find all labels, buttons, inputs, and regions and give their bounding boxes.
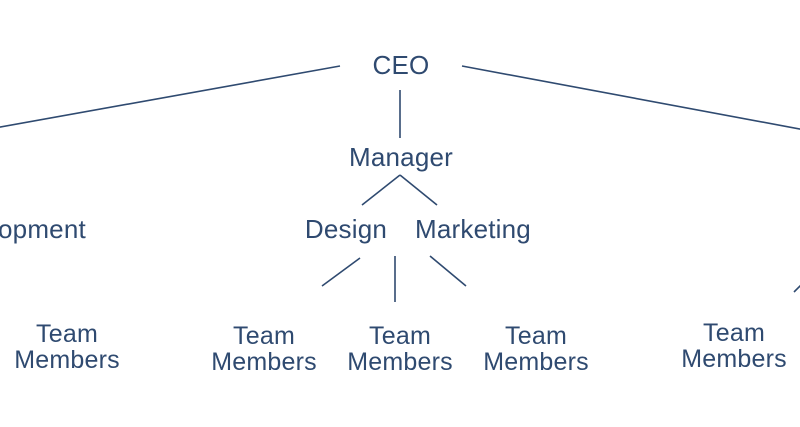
- right-branch-edge-connector: [793, 284, 800, 293]
- ceo-node: CEO: [372, 50, 430, 80]
- manager-to-design-connector: [361, 174, 401, 206]
- team-members-line1: Team: [233, 322, 295, 350]
- manager-to-marketing-connector: [399, 174, 438, 206]
- ceo-to-right-connector: [461, 65, 800, 130]
- team-members-line2: Members: [483, 348, 589, 376]
- team-members-line2: Members: [211, 348, 317, 376]
- department-marketing-node: Marketing: [415, 214, 531, 244]
- department-development-node: opment: [0, 214, 86, 244]
- team-members-line2: Members: [347, 348, 453, 376]
- team-members-line1: Team: [36, 320, 98, 348]
- manager-node: Manager: [348, 142, 454, 172]
- team-members-line1: Team: [369, 322, 431, 350]
- team-members-node: Team Members: [471, 323, 601, 375]
- department-design-node: Design: [304, 214, 388, 244]
- team-members-node: Team Members: [2, 321, 132, 373]
- team-members-line2: Members: [681, 345, 787, 373]
- team-members-line2: Members: [14, 346, 120, 374]
- team-members-node: Team Members: [335, 323, 465, 375]
- ceo-to-left-connector: [0, 65, 341, 128]
- design-to-right-members-connector: [429, 255, 467, 287]
- design-to-left-members-connector: [321, 257, 361, 287]
- team-members-line1: Team: [505, 322, 567, 350]
- team-members-node: Team Members: [199, 323, 329, 375]
- team-members-line1: Team: [703, 319, 765, 347]
- team-members-node: Team Members: [669, 320, 799, 372]
